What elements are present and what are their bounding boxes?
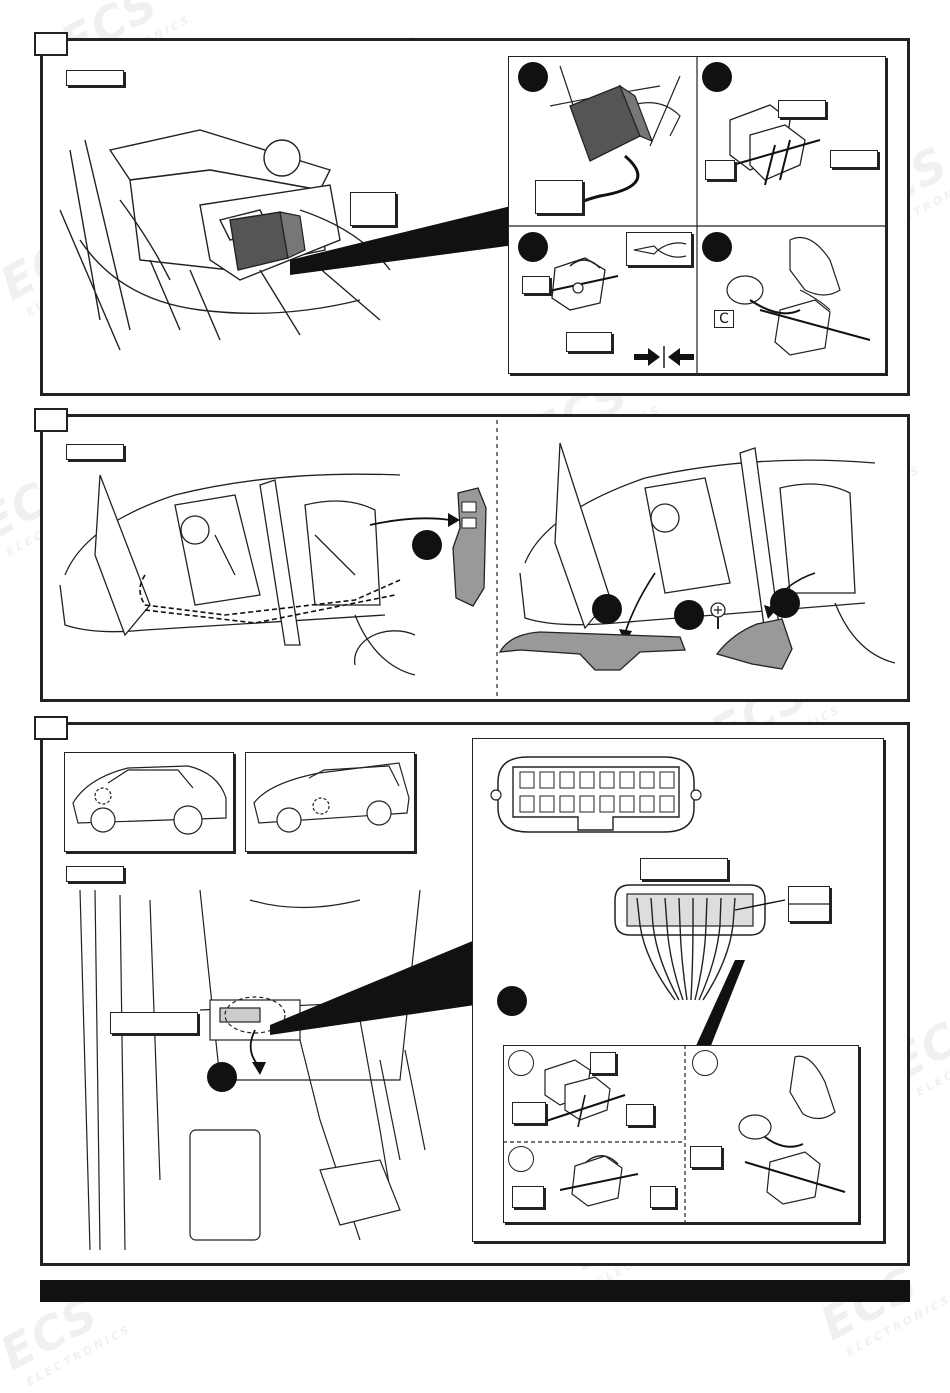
wire-label-box (690, 1146, 722, 1168)
car-interior-trim-removal (519, 442, 896, 664)
obd-rear-label-box (640, 858, 728, 880)
splice-connector-drawing (714, 104, 821, 186)
connector-label-box (350, 192, 396, 226)
kick-panel-part (715, 618, 793, 670)
step-1-number-tab (34, 32, 68, 56)
substep-c-badge (518, 232, 548, 262)
crimp-hand-drawing (726, 236, 871, 356)
footer-bar (40, 1280, 910, 1302)
screw-icon (710, 602, 726, 629)
substep-b-badge (692, 1050, 718, 1076)
pliers-icon (633, 242, 687, 258)
substep-c-badge (508, 1146, 534, 1172)
connection-step-badge (497, 986, 527, 1016)
location-label-box (66, 70, 124, 86)
location-label-box (66, 444, 124, 460)
obd-step-badge (207, 1062, 237, 1092)
splice-connector-drawing (539, 1059, 626, 1128)
wire-label-box (522, 276, 550, 294)
sill-trim-part (498, 631, 686, 671)
substep-a-badge (518, 62, 548, 92)
zoom-wedge (270, 940, 475, 1035)
screw-step-badge (674, 600, 704, 630)
zoom-wedge (290, 205, 515, 275)
substeps-dividers (503, 1045, 686, 1223)
wire-label-box (650, 1186, 676, 1208)
substep-d-badge (702, 232, 732, 262)
step-3-number-tab (34, 716, 68, 740)
wire-label-box (705, 160, 735, 180)
sill-step-badge (592, 594, 622, 624)
estate-car-drawing (253, 762, 410, 833)
location-label-box (66, 866, 124, 882)
press-arrows-icon (634, 346, 694, 368)
callout-c-label: C (714, 310, 734, 328)
obd-location-label-box (110, 1012, 198, 1034)
kick-panel-step-badge (770, 588, 800, 618)
wire-label-box (830, 150, 878, 168)
wire-label-box (512, 1102, 546, 1124)
wire-label-box (566, 332, 612, 352)
trim-step-badge (412, 530, 442, 560)
wire-label-box (512, 1186, 544, 1208)
cable-label-box (535, 180, 583, 214)
wire-label-box (590, 1052, 616, 1074)
substep-a-badge (508, 1050, 534, 1076)
car-interior-cable-route (59, 473, 460, 676)
zoom-wedge (695, 960, 745, 1048)
substep-b-badge (702, 62, 732, 92)
detail-divider-line (788, 903, 830, 905)
hatchback-car-drawing (72, 765, 227, 835)
detail-dividers (508, 56, 886, 374)
step-2-number-tab (34, 408, 68, 432)
wire-label-box (778, 100, 826, 118)
footwell-obd-location (79, 889, 426, 1251)
panel-divider-dashed (496, 420, 498, 696)
trim-panel-part (452, 487, 487, 607)
wire-label-box (626, 1104, 654, 1126)
obd-connector-face (490, 756, 702, 833)
splice-closed-drawing (539, 257, 619, 311)
crimp-hand-drawing (738, 1055, 846, 1205)
obd-connector-rear (614, 884, 786, 1001)
splice-closed-drawing (559, 1155, 639, 1207)
